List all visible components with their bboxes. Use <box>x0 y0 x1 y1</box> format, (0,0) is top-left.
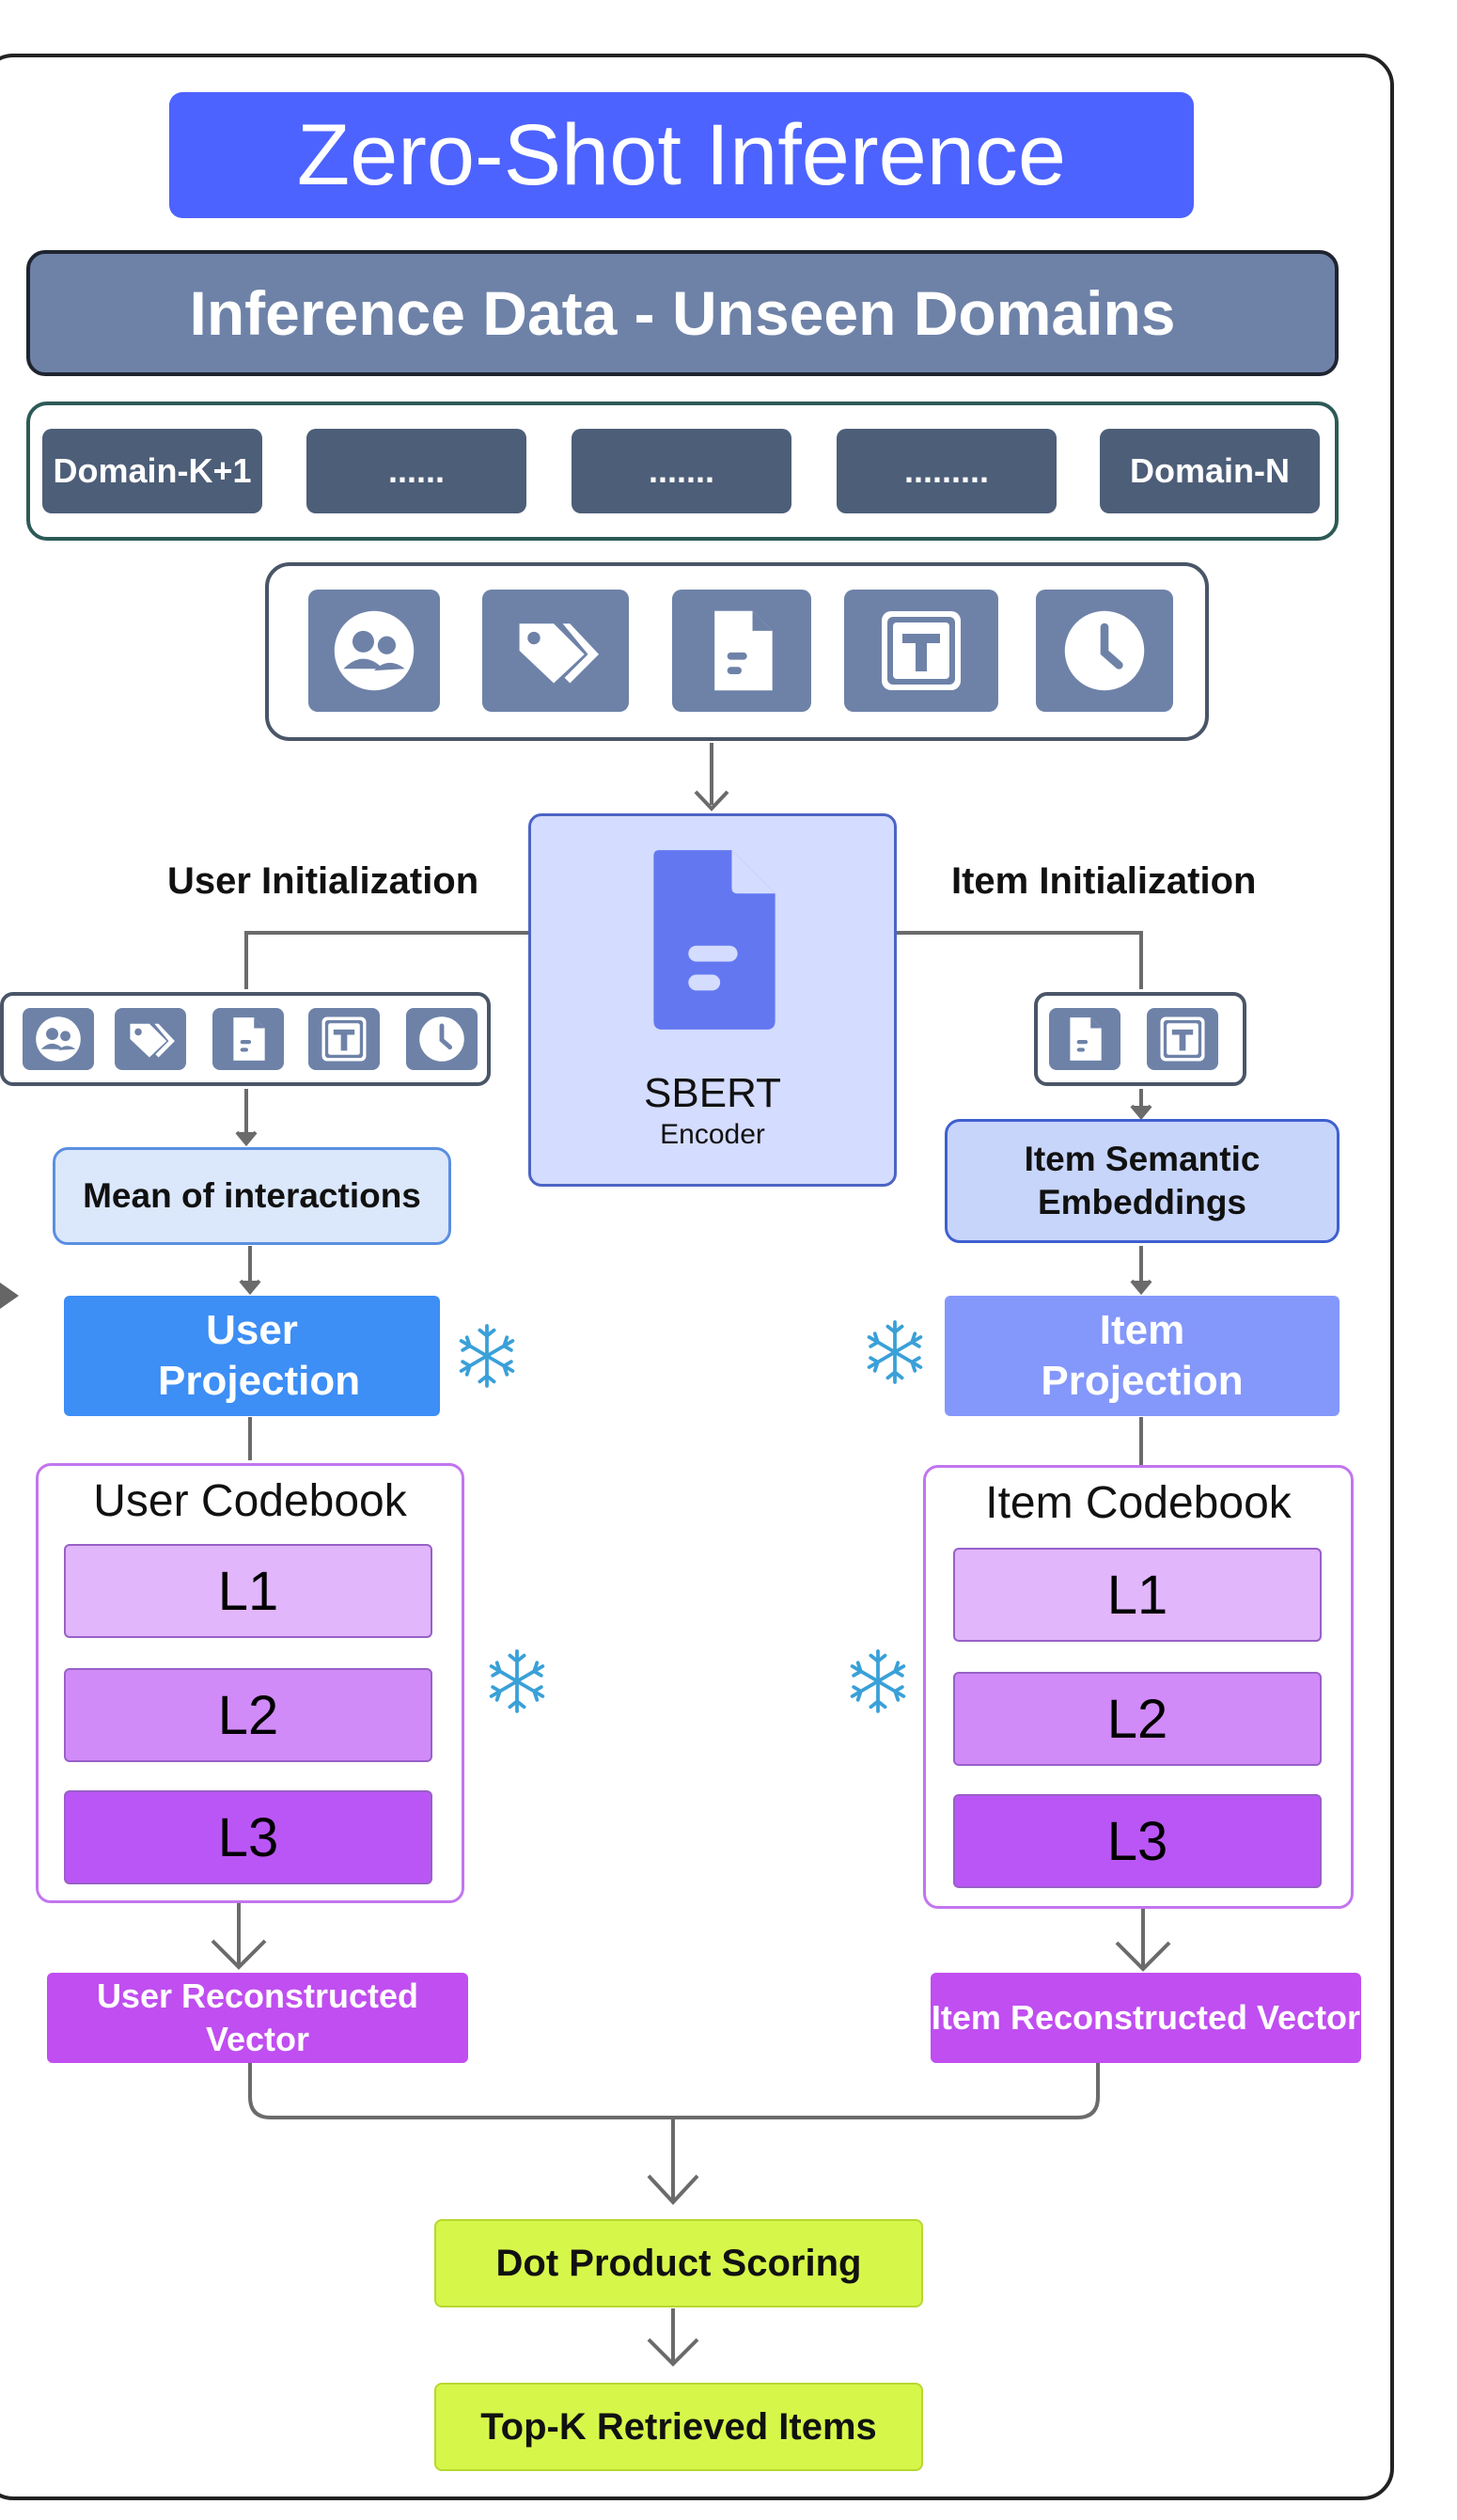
user-level-1: L1 <box>64 1544 432 1638</box>
frozen-snowflake-icon <box>842 1646 914 1717</box>
item-reconstructed-vector: Item Reconstructed Vector <box>931 1973 1361 2063</box>
domain-box: ....... <box>572 429 791 513</box>
document-icon <box>653 850 776 1030</box>
domain-row <box>26 402 1339 541</box>
inference-data-bar: Inference Data - Unseen Domains <box>26 250 1339 376</box>
user-projection: User Projection <box>64 1296 440 1416</box>
domain-box: Domain-N <box>1100 429 1320 513</box>
user-codebook-title: User Codebook <box>93 1476 407 1526</box>
text-icon <box>1147 1008 1218 1070</box>
outer-frame <box>0 54 1394 2500</box>
encoder-name: SBERT <box>644 1070 781 1116</box>
document-icon <box>672 590 811 712</box>
document-icon <box>1049 1008 1120 1070</box>
frozen-snowflake-icon <box>481 1646 553 1717</box>
domain-box: ......... <box>837 429 1057 513</box>
mean-of-interactions: Mean of interactions <box>53 1147 451 1245</box>
frozen-snowflake-icon <box>451 1320 523 1392</box>
item-level-1: L1 <box>953 1548 1322 1642</box>
item-feature-icons <box>1034 992 1246 1086</box>
user-level-3: L3 <box>64 1790 432 1884</box>
frozen-snowflake-icon <box>859 1316 931 1388</box>
tags-icon <box>482 590 629 712</box>
item-codebook-title: Item Codebook <box>985 1478 1292 1528</box>
user-reconstructed-vector: User Reconstructed Vector <box>47 1973 468 2063</box>
text-icon <box>844 590 998 712</box>
item-level-2: L2 <box>953 1672 1322 1766</box>
tags-icon <box>115 1008 186 1070</box>
item-initialization-label: Item Initialization <box>951 860 1257 902</box>
clock-icon <box>406 1008 478 1070</box>
user-group-icon <box>308 590 440 712</box>
domain-box: Domain-K+1 <box>42 429 262 513</box>
user-group-icon <box>23 1008 94 1070</box>
encoder-subtitle: Encoder <box>660 1119 765 1150</box>
item-projection: Item Projection <box>945 1296 1340 1416</box>
top-k-retrieved-items: Top-K Retrieved Items <box>434 2383 923 2471</box>
diagram-title: Zero-Shot Inference <box>169 92 1194 218</box>
text-icon <box>308 1008 380 1070</box>
user-feature-icons <box>0 992 491 1086</box>
user-level-2: L2 <box>64 1668 432 1762</box>
dot-product-scoring: Dot Product Scoring <box>434 2219 923 2307</box>
feature-icons-box <box>265 562 1209 741</box>
item-level-3: L3 <box>953 1794 1322 1888</box>
document-icon <box>212 1008 284 1070</box>
domain-box: ...... <box>306 429 526 513</box>
sbert-encoder: SBERT Encoder <box>528 813 897 1187</box>
clock-icon <box>1036 590 1173 712</box>
item-semantic-embeddings: Item Semantic Embeddings <box>945 1119 1340 1243</box>
user-initialization-label: User Initialization <box>167 860 479 902</box>
